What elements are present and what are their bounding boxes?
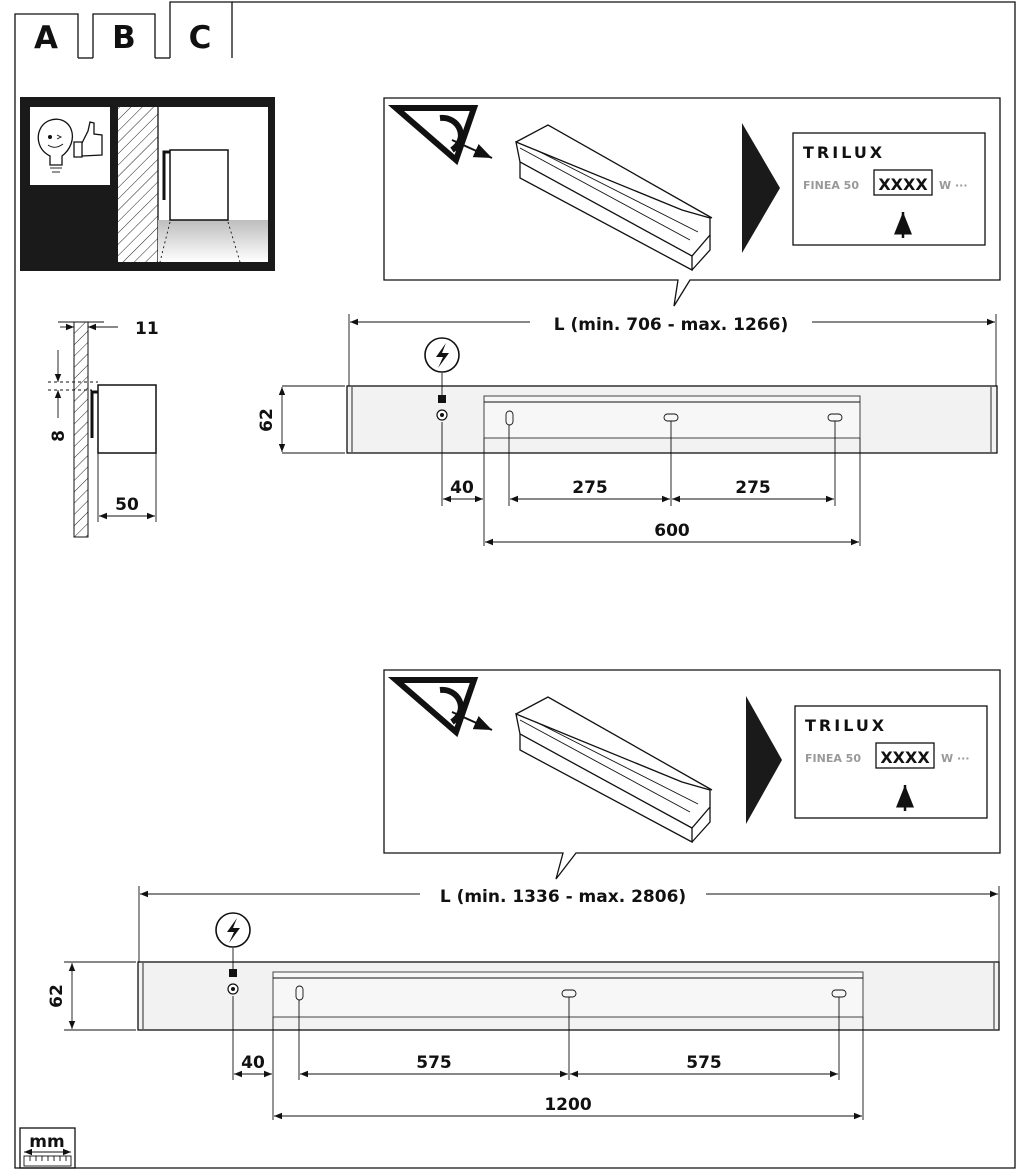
label-callout-top: TRILUX FINEA 50 XXXX W ··· (383, 97, 1001, 307)
power-connection-icon-bottom (215, 912, 251, 948)
unit-label: mm (29, 1132, 64, 1152)
ruler-icon (29, 1156, 67, 1161)
model-label: FINEA 50 (803, 179, 859, 192)
pointer-arrow-icon (742, 123, 780, 253)
rail-length-top: 600 (654, 521, 690, 541)
tab-c[interactable]: C (169, 1, 233, 58)
eye-icon (387, 105, 493, 166)
luminaire-open-illustration-bottom (515, 696, 713, 844)
unit-indicator: mm (19, 1127, 76, 1169)
suffix-label-bottom: W ··· (941, 752, 970, 765)
pointer-arrow-icon-bottom (746, 696, 782, 824)
mounting-situation-panel (20, 97, 275, 271)
spacing-left-bottom: 575 (416, 1053, 452, 1073)
front-view-top: L (min. 706 - max. 1266) 62 40 275 27 (257, 314, 998, 546)
eye-icon-bottom (387, 677, 493, 738)
length-label-bottom: L (min. 1336 - max. 2806) (440, 887, 686, 907)
thickness-value: 11 (135, 319, 159, 339)
page-frame (14, 1, 1016, 1169)
label-callout-bottom: TRILUX FINEA 50 XXXX W ··· (383, 669, 1001, 880)
brand-label: TRILUX (803, 143, 885, 162)
tab-b-label: B (112, 20, 136, 56)
type-label-bottom: TRILUX FINEA 50 XXXX W ··· (794, 705, 988, 819)
suffix-label: W ··· (939, 179, 968, 192)
recommendation-icon (37, 118, 103, 173)
length-label-top: L (min. 706 - max. 1266) (554, 315, 789, 335)
rail-length-bottom: 1200 (544, 1095, 591, 1115)
offset-value-top: 40 (450, 478, 474, 498)
type-label: TRILUX FINEA 50 XXXX W ··· (792, 132, 986, 246)
tab-c-label: C (189, 20, 212, 56)
power-connection-icon (424, 337, 460, 373)
depth-value: 50 (115, 495, 139, 515)
spacing-right-top: 275 (735, 478, 771, 498)
height-value-top: 62 (257, 408, 277, 432)
brand-label-bottom: TRILUX (805, 716, 887, 735)
offset-value-bottom: 40 (241, 1053, 265, 1073)
code-label-bottom: XXXX (880, 748, 930, 767)
code-label: XXXX (878, 175, 928, 194)
spacing-left-top: 275 (572, 478, 608, 498)
side-view: 11 8 50 (48, 319, 159, 538)
luminaire-open-illustration (515, 124, 713, 272)
tab-b[interactable]: B (92, 13, 156, 58)
spacing-right-bottom: 575 (686, 1053, 722, 1073)
front-view-bottom: L (min. 1336 - max. 2806) 62 40 575 5 (47, 886, 1000, 1120)
height-value-bottom: 62 (47, 984, 67, 1008)
offset-value: 8 (49, 430, 69, 442)
tab-a[interactable]: A (14, 13, 79, 58)
tab-a-label: A (34, 20, 58, 56)
model-label-bottom: FINEA 50 (805, 752, 861, 765)
